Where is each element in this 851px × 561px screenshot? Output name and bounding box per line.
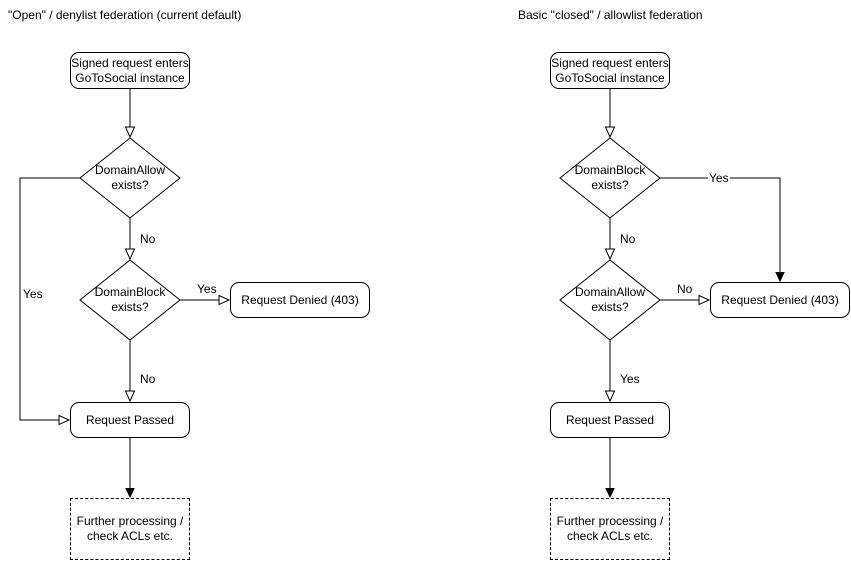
right-edge-decision1-yes xyxy=(660,177,785,283)
left-chart-title: "Open" / denylist federation (current de… xyxy=(8,8,242,22)
right-further-node: Further processing / check ACLs etc. xyxy=(550,498,670,560)
left-decision2-diamond xyxy=(79,259,181,341)
left-decision1-no-label: No xyxy=(139,232,157,246)
left-decision2-no-label: No xyxy=(139,372,157,386)
left-passed-node: Request Passed xyxy=(70,402,190,438)
left-decision2-label: DomainBlock exists? xyxy=(94,285,166,314)
right-decision2-yes-label: Yes xyxy=(619,372,641,386)
left-start-node: Signed request enters GoToSocial instanc… xyxy=(70,52,190,89)
left-decision1-label: DomainAllow exists? xyxy=(94,163,166,192)
left-decision1-diamond xyxy=(79,137,181,219)
left-denied-node: Request Denied (403) xyxy=(230,282,370,318)
left-decision2-yes-label: Yes xyxy=(196,282,218,296)
left-further-node: Further processing / check ACLs etc. xyxy=(70,498,190,560)
right-decision1-diamond xyxy=(559,137,661,219)
right-decision2-diamond xyxy=(559,259,661,341)
right-chart-title: Basic "closed" / allowlist federation xyxy=(518,8,703,22)
right-denied-node: Request Denied (403) xyxy=(710,282,850,318)
left-decision1-yes-label: Yes xyxy=(22,287,44,301)
right-decision2-label: DomainAllow exists? xyxy=(574,285,646,314)
right-decision2-no-label: No xyxy=(676,282,694,296)
right-decision1-no-label: No xyxy=(619,232,637,246)
left-edge-decision1-yes xyxy=(19,177,80,426)
right-start-node: Signed request enters GoToSocial instanc… xyxy=(550,52,670,89)
right-passed-node: Request Passed xyxy=(550,402,670,438)
right-decision1-yes-label: Yes xyxy=(708,171,730,185)
right-decision1-label: DomainBlock exists? xyxy=(574,163,646,192)
